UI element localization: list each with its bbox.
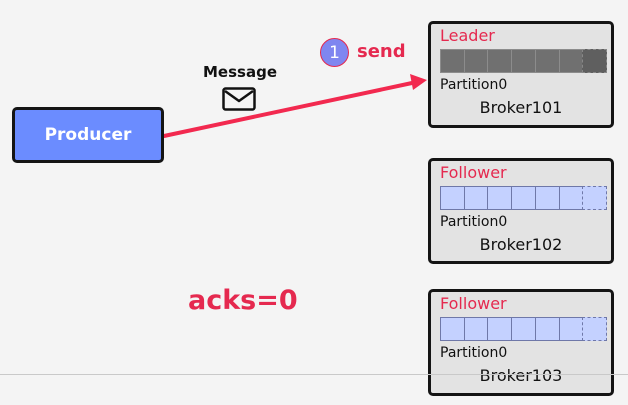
broker-role: Follower — [440, 163, 507, 182]
log-segment — [511, 186, 536, 210]
log-segment — [440, 317, 465, 341]
log-segment — [463, 317, 489, 341]
message-label: Message — [203, 63, 277, 81]
step-number: 1 — [329, 42, 340, 63]
log-segment — [487, 186, 513, 210]
log-segment-pending — [582, 49, 608, 73]
envelope-icon — [222, 87, 256, 111]
log-segment — [511, 317, 536, 341]
log-segment — [558, 317, 584, 341]
log-segment — [511, 49, 536, 73]
broker-role: Leader — [440, 26, 495, 45]
broker-name: Broker103 — [479, 366, 563, 385]
log-segment — [487, 317, 513, 341]
step-number-badge: 1 — [320, 38, 349, 67]
producer-box: Producer — [12, 107, 164, 163]
log-segment — [440, 49, 465, 73]
broker-name: Broker101 — [479, 98, 563, 117]
log-segment — [487, 49, 513, 73]
broker-role: Follower — [440, 294, 507, 313]
log-segment — [534, 49, 560, 73]
log-segment-pending — [582, 186, 608, 210]
partition-label: Partition0 — [440, 77, 508, 93]
send-label: send — [357, 41, 406, 62]
partition-log — [440, 317, 608, 341]
divider — [0, 374, 628, 375]
broker-name: Broker102 — [479, 235, 563, 254]
partition-label: Partition0 — [440, 214, 508, 230]
log-segment — [534, 186, 560, 210]
log-segment — [463, 186, 489, 210]
broker-follower-1: Follower Partition0 Broker102 — [428, 158, 614, 264]
partition-log — [440, 49, 608, 73]
log-segment-pending — [582, 317, 608, 341]
broker-follower-2: Follower Partition0 Broker103 — [428, 289, 614, 396]
log-segment — [558, 49, 584, 73]
producer-label: Producer — [44, 125, 132, 145]
log-segment — [463, 49, 489, 73]
acks-label: acks=0 — [188, 285, 298, 316]
log-segment — [558, 186, 584, 210]
log-segment — [440, 186, 465, 210]
partition-label: Partition0 — [440, 345, 508, 361]
broker-leader: Leader Partition0 Broker101 — [428, 21, 614, 128]
log-segment — [534, 317, 560, 341]
partition-log — [440, 186, 608, 210]
